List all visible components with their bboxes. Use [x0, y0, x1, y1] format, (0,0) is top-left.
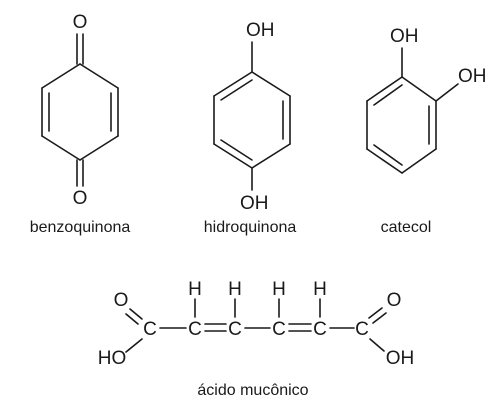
benzoquinona-ring-bond	[79, 63, 119, 89]
acido-muconico-structure: H H H H O C HO C C C C C O OH ácido	[98, 279, 415, 399]
right-carbonyl-double-bond-2	[372, 312, 387, 324]
hidroquinona-bottom-hydroxyl: OH	[240, 193, 269, 214]
hidroquinona-ring-inner-bond	[220, 139, 253, 161]
hidroquinona-top-hydroxyl: OH	[246, 20, 275, 41]
catecol-ring-inner-bond	[373, 84, 403, 106]
catecol-structure: OH OH catecol	[366, 26, 487, 236]
benzoquinona-name: benzoquinona	[30, 219, 131, 236]
benzoquinona-ring-bond	[41, 63, 81, 89]
chain-carbon-1: C	[188, 319, 202, 340]
catecol-ring-bond	[401, 76, 437, 102]
left-carbonyl-double-bond-2	[125, 313, 139, 325]
hidroquinona-ring-bond	[251, 71, 291, 97]
catecol-ring-bond	[401, 148, 437, 174]
hidroquinona-name: hidroquinona	[204, 219, 297, 236]
chain-carbon-4: C	[313, 319, 327, 340]
catecol-ring-bond	[366, 76, 403, 102]
left-carboxyl-carbon: C	[143, 319, 157, 340]
right-carboxyl-carbon: C	[355, 319, 369, 340]
left-hydroxyl-group: HO	[98, 348, 127, 369]
hydrogen-atom-4: H	[313, 279, 327, 300]
benzoquinona-ring-bond	[41, 135, 81, 161]
right-hydroxyl-bond	[369, 338, 385, 352]
hydrogen-atom-1: H	[188, 279, 202, 300]
benzoquinona-top-oxygen: O	[73, 12, 88, 33]
catecol-ring-bond	[366, 148, 403, 174]
hydrogen-atom-3: H	[272, 279, 286, 300]
hidroquinona-structure: OH OH hidroquinona	[204, 20, 297, 236]
benzoquinona-ring-bond	[79, 135, 119, 161]
benzoquinona-bottom-oxygen: O	[73, 188, 88, 209]
left-carbonyl-oxygen: O	[114, 290, 129, 311]
chain-carbon-3: C	[272, 319, 286, 340]
chain-carbon-2: C	[228, 319, 242, 340]
hidroquinona-ring-bond	[213, 143, 253, 169]
catecol-hydroxyl-2: OH	[458, 66, 487, 87]
hidroquinona-ring-inner-bond	[220, 79, 253, 101]
hidroquinona-ring-bond	[213, 71, 253, 97]
left-carbonyl-double-bond-1	[129, 308, 143, 320]
right-carbonyl-oxygen: O	[387, 290, 402, 311]
catecol-ring-inner-bond	[373, 144, 403, 166]
hydrogen-atom-2: H	[228, 279, 242, 300]
right-carbonyl-double-bond-1	[368, 307, 383, 319]
left-hydroxyl-bond	[125, 338, 143, 353]
acido-muconico-name: ácido mucônico	[197, 382, 308, 399]
catecol-co-bond-2	[435, 83, 459, 102]
catecol-name: catecol	[381, 219, 432, 236]
hidroquinona-ring-bond	[251, 143, 291, 169]
benzoquinona-structure: O O benzoquinona	[30, 12, 131, 236]
right-hydroxyl-group: OH	[386, 348, 415, 369]
catecol-hydroxyl-1: OH	[390, 26, 419, 47]
